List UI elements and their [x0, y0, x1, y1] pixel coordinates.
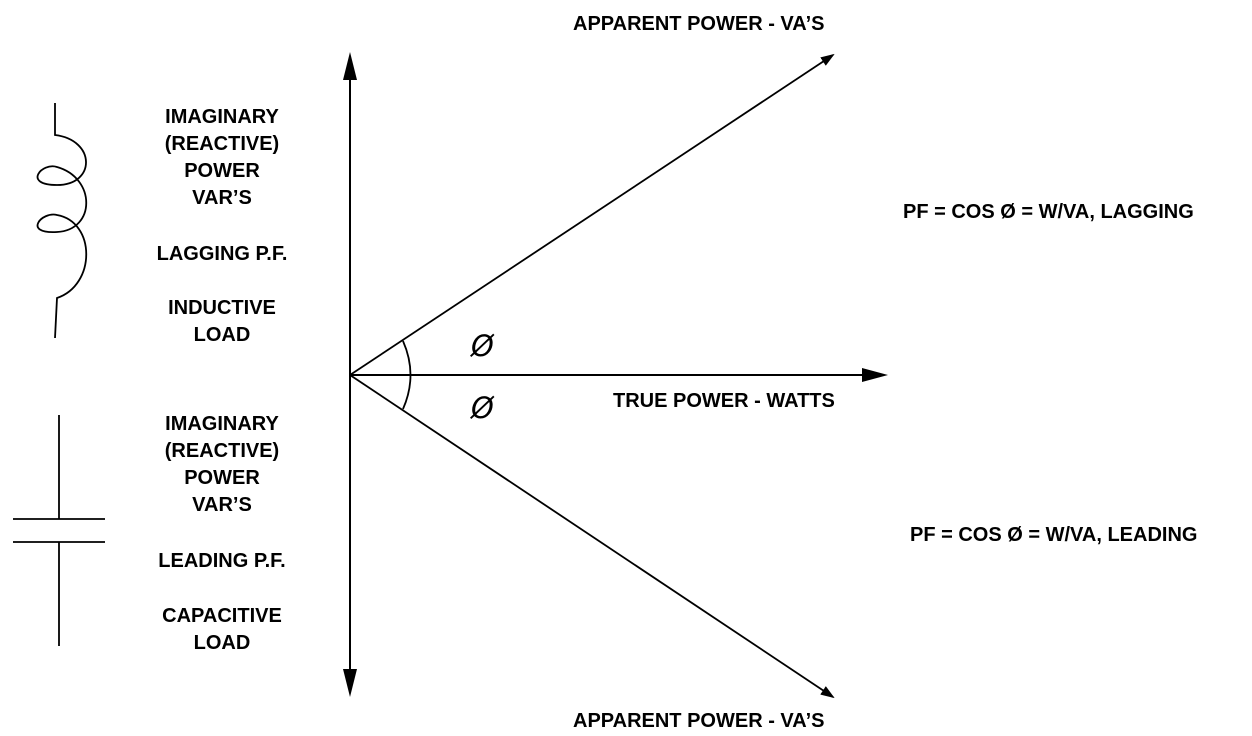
lower-reactive-line-2: (REACTIVE): [164, 440, 280, 462]
pf-leading-formula: PF = COS Ø = W/VA, LEADING: [910, 524, 1198, 546]
apparent-power-bottom-label: APPARENT POWER - VA’S: [573, 710, 825, 732]
leading-pf-label: LEADING P.F.: [158, 550, 286, 572]
lower-reactive-line-4: VAR’S: [192, 494, 252, 516]
upper-reactive-power-label: IMAGINARY (REACTIVE) POWER VAR’S: [122, 104, 322, 212]
upper-reactive-line-2: (REACTIVE): [164, 133, 280, 155]
upper-reactive-line-4: VAR’S: [192, 187, 252, 209]
lagging-pf-label: LAGGING P.F.: [156, 243, 288, 265]
inductive-load-label: INDUCTIVE LOAD: [122, 295, 322, 349]
pf-lagging-formula: PF = COS Ø = W/VA, LAGGING: [903, 201, 1194, 223]
inductive-load-line-2: LOAD: [193, 324, 251, 346]
lower-reactive-power-label: IMAGINARY (REACTIVE) POWER VAR’S: [122, 411, 322, 519]
vertical-axis-up-arrowhead: [343, 52, 357, 80]
phase-angle-symbol-upper: Ø: [471, 329, 494, 363]
lower-reactive-line-3: POWER: [184, 467, 260, 489]
capacitor-icon: [13, 415, 105, 646]
capacitive-load-line-1: CAPACITIVE: [162, 605, 282, 627]
upper-reactive-line-3: POWER: [184, 160, 260, 182]
inductor-coil-icon: [36, 103, 88, 339]
apparent-power-vector-lagging: [349, 53, 835, 376]
apparent-power-top-label: APPARENT POWER - VA’S: [573, 13, 825, 35]
phase-angle-symbol-lower: Ø: [471, 391, 494, 425]
vertical-axis: [343, 52, 357, 697]
vertical-axis-down-arrowhead: [343, 669, 357, 697]
capacitive-load-label: CAPACITIVE LOAD: [122, 603, 322, 657]
true-power-arrowhead: [862, 368, 888, 382]
upper-reactive-line-1: IMAGINARY: [165, 106, 279, 128]
lower-reactive-line-1: IMAGINARY: [165, 413, 279, 435]
capacitive-load-line-2: LOAD: [193, 632, 251, 654]
true-power-vector: [350, 368, 888, 382]
apparent-power-vector-leading: [349, 374, 835, 699]
inductive-load-line-1: INDUCTIVE: [168, 297, 276, 319]
true-power-label: TRUE POWER - WATTS: [613, 390, 835, 412]
phase-angle-arc: [402, 340, 412, 410]
